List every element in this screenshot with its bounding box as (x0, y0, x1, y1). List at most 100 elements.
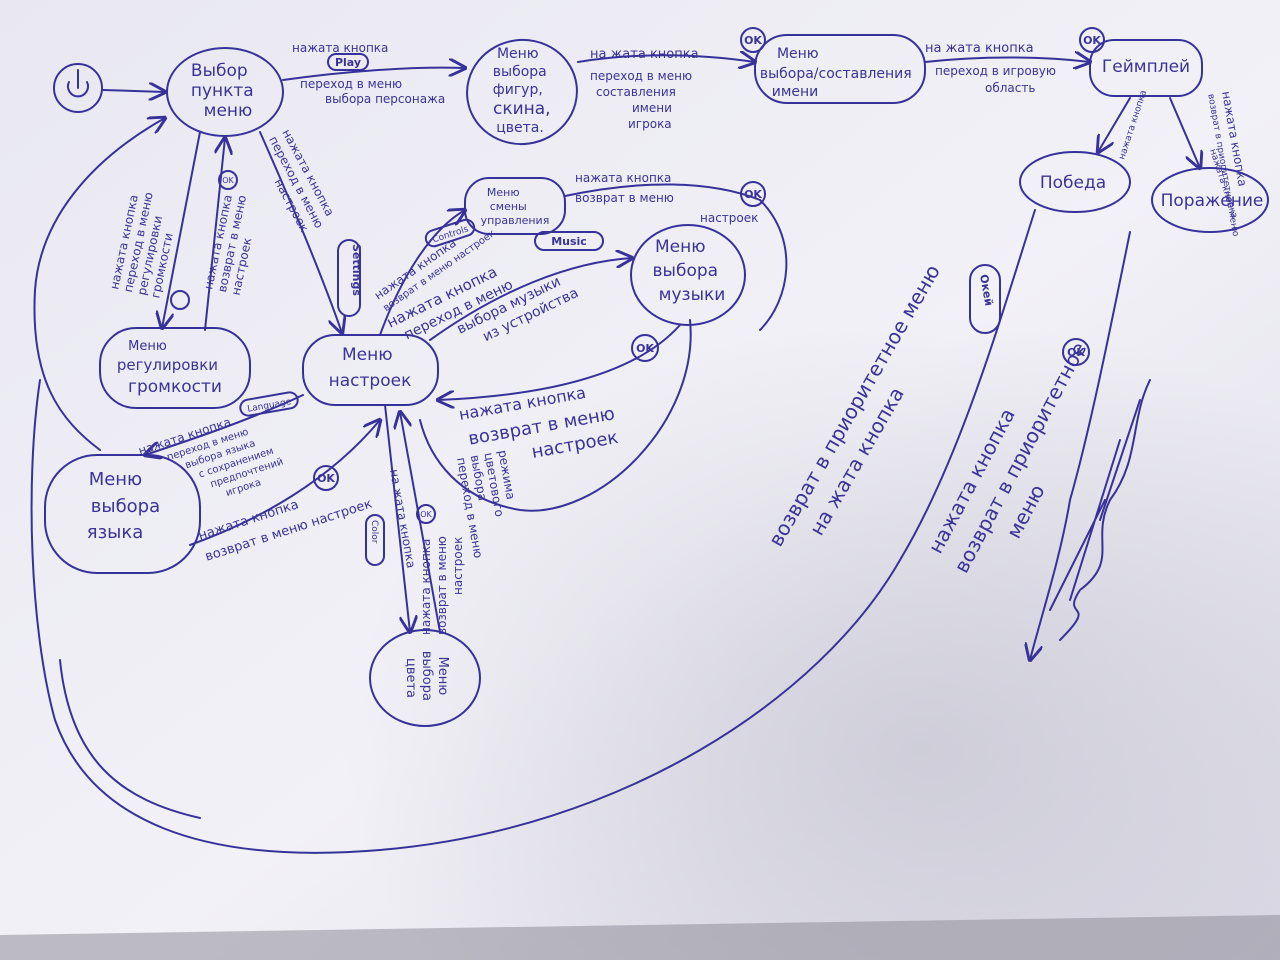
node-name-menu-line1: Меню (777, 46, 819, 62)
play-badge: Play (335, 56, 361, 69)
svg-text:Меню выбора фигур,: Меню выбора фигур, скина, цвета. (493, 46, 555, 136)
edge-gameplay-to-victory (1098, 97, 1131, 152)
edge-e2-line1: на жата кнопка (590, 47, 699, 62)
node-music-menu-line3: музыки (659, 285, 726, 305)
node-main-menu-line3: меню (204, 101, 253, 121)
svg-text:нажата кнопка переход в: нажата кнопка переход в меню регулировки… (107, 184, 184, 299)
edge-e2-line5: игрока (628, 117, 672, 131)
node-name-menu: Меню выбора/составления имени (754, 34, 926, 104)
edge-e10-line1: нажата кнопка (575, 171, 671, 185)
node-settings-menu-line1: Меню (342, 345, 393, 365)
node-language-menu-line1: Меню (89, 469, 143, 490)
node-character-menu-line2: выбора (493, 64, 547, 80)
edge-name-to-gameplay: на жата кнопка переход в игровую область… (924, 27, 1105, 95)
edge-power-to-main (102, 90, 165, 92)
node-main-menu-line2: пункта (191, 81, 254, 101)
ok-badge-3: OK (222, 176, 234, 185)
edge-settings-language: нажата кнопка переход в меню выбора язык… (137, 391, 304, 521)
node-volume-menu-line3: громкости (128, 377, 222, 397)
node-control-menu-line1: Меню (487, 186, 520, 199)
node-language-menu: Меню выбора языка (44, 454, 201, 574)
settings-badge: Settings (350, 244, 363, 296)
node-music-menu: Меню выбора музыки (630, 224, 746, 326)
ok-badge-4: OK (744, 188, 762, 201)
node-volume-menu-line1: Меню (128, 339, 167, 354)
node-victory-label: Победа (1040, 173, 1106, 193)
node-gameplay-label: Геймплей (1102, 57, 1190, 77)
node-character-menu: Меню выбора фигур, скина, цвета. (466, 38, 578, 146)
power-icon (67, 69, 89, 98)
node-defeat-label: Поражение (1161, 191, 1264, 211)
edge-e1-line2: переход в меню (300, 77, 402, 91)
edge-e2-line3: составления (596, 85, 676, 99)
node-main-menu-line1: Выбор (191, 61, 248, 81)
node-main-menu: Выбор пункта меню (166, 47, 284, 137)
edge-color-back-line1: нажата кнопка (419, 539, 433, 635)
svg-text:Меню смены управле: Меню смены управления (481, 186, 550, 227)
scribble (1059, 379, 1151, 641)
node-color-menu-line2: выбора (419, 651, 434, 701)
edge-e1-line1: нажата кнопка (292, 41, 388, 55)
node-settings-menu-line2: настроек (329, 371, 412, 391)
edge-main-to-character: нажата кнопка переход в меню выбора перс… (282, 41, 465, 106)
node-name-menu-line2: выбора/составления (760, 66, 912, 82)
edge-control-back: нажата кнопка возврат в меню настроек OK (564, 171, 788, 331)
node-defeat: Поражение (1151, 167, 1269, 233)
edge-e3-line2: переход в игровую (935, 64, 1056, 78)
node-settings-menu: Меню настроек (302, 334, 439, 406)
node-control-menu-line3: управления (481, 214, 550, 227)
okey-badge: Окей (977, 273, 995, 307)
svg-text:Меню выбора музыки: Меню выбора музыки (653, 237, 726, 305)
ok-badge-5: OK (636, 342, 654, 355)
ok-badge-8: OK (1067, 346, 1085, 359)
node-victory: Победа (1019, 151, 1131, 213)
node-music-menu-line2: выбора (653, 261, 719, 281)
node-character-menu-line3: фигур, (493, 82, 543, 98)
power-node (53, 63, 103, 113)
edge-character-to-name: на жата кнопка переход в меню составлени… (577, 27, 766, 131)
svg-text:Меню выбора языка: Меню выбора языка (87, 469, 166, 543)
edge-e1-line3: выбора персонажа (325, 92, 445, 106)
edge-e3-line1: на жата кнопка (925, 41, 1034, 56)
node-character-menu-line4: скина, (493, 99, 551, 119)
svg-text:нажата кнопка возврат в: нажата кнопка возврат в меню настроек (419, 532, 465, 635)
node-name-menu-line3: имени (772, 84, 819, 100)
svg-text:на жата кнопка переход в: на жата кнопка переход в меню составлени… (590, 47, 702, 131)
edge-color-back-line3: настроек (451, 537, 465, 595)
node-character-menu-line1: Меню (497, 46, 539, 62)
svg-text:нажата кнопка переход в: нажата кнопка переход в меню выбора язык… (137, 402, 293, 521)
node-language-menu-line3: языка (87, 522, 144, 543)
svg-text:Меню регулировки г: Меню регулировки громкости (117, 335, 223, 397)
edge-color-back-line2: возврат в меню (435, 536, 449, 635)
node-volume-menu: Меню регулировки громкости (99, 327, 251, 409)
node-music-menu-line1: Меню (655, 237, 706, 257)
scribble-crosshatch (1049, 399, 1141, 611)
svg-text:Меню выбора цвета: Меню выбора цвета (403, 651, 450, 705)
edge-e10-line2: возврат в меню (575, 191, 674, 205)
ok-badge-1: OK (744, 34, 762, 47)
color-badge: Color (369, 520, 379, 544)
node-color-menu: Меню выбора цвета (369, 629, 481, 727)
edge-e10-line3: настроек (700, 211, 758, 225)
node-control-menu-line2: смены (490, 200, 527, 213)
svg-text:на жата кнопка переход в: на жата кнопка переход в игровую область (925, 41, 1060, 95)
edge-settings-loop-to-main (33, 118, 165, 451)
edge-e2-line2: переход в меню (590, 69, 692, 83)
edge-gameplay-to-defeat (1169, 97, 1200, 168)
node-character-menu-line5: цвета. (496, 120, 544, 136)
node-color-menu-line3: цвета (403, 658, 418, 698)
svg-text:нажата кнопка возврат в: нажата кнопка возврат в меню настроек (575, 171, 758, 225)
ok-badge-6: OK (317, 472, 335, 485)
node-volume-menu-line2: регулировки (117, 356, 218, 374)
svg-text:Меню выбора/составления: Меню выбора/составления имени (760, 46, 916, 100)
ok-badge-7: OK (420, 510, 432, 519)
node-control-menu: Меню смены управления (464, 177, 566, 235)
svg-text:нажата кнопка переход в: нажата кнопка переход в меню выбора перс… (292, 41, 445, 106)
edge-e2-line4: имени (632, 101, 672, 115)
music-badge: Music (551, 235, 587, 248)
svg-text:Выбор пункта меню: Выбор пункта меню (191, 61, 259, 121)
node-language-menu-line2: выбора (91, 496, 160, 517)
